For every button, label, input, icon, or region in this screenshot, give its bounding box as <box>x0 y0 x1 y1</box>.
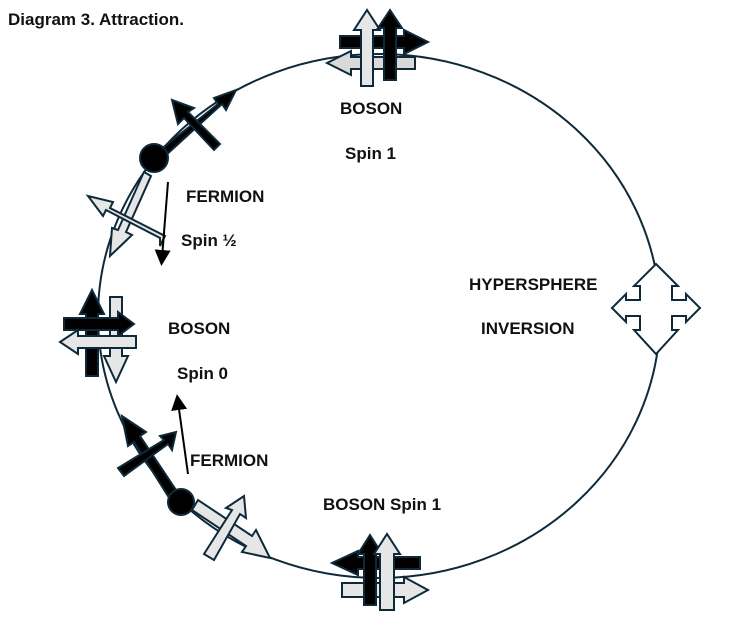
boson-top-arrows <box>324 8 431 87</box>
label-boson-bottom: BOSON Spin 1 <box>323 495 442 514</box>
fermion-lower-light-arrows <box>190 494 272 562</box>
boson-left-arrows <box>58 287 137 385</box>
fermion-lower-direction-arrow <box>171 394 189 475</box>
particle-upper <box>139 143 169 173</box>
fermion-lower-dark-arrows <box>116 413 178 498</box>
light-up-arrow <box>352 8 382 87</box>
diagram-title: Diagram 3. Attraction. <box>8 10 185 29</box>
label-spin-half: Spin ½ <box>181 231 237 250</box>
label-fermion-upper: FERMION <box>186 187 265 206</box>
fermion-upper-dark-arrows <box>158 88 239 158</box>
dark-up-arrow <box>376 8 404 81</box>
fermion-upper-light-arrows <box>85 170 167 259</box>
particle-lower <box>167 488 195 516</box>
four-way-arrow-diamond-icon <box>610 262 702 356</box>
label-spin-0: Spin 0 <box>177 364 229 383</box>
spin-half-direction-arrow <box>154 181 171 266</box>
label-hypersphere: HYPERSPHERE <box>469 275 598 294</box>
label-spin-1-top: Spin 1 <box>345 144 397 163</box>
label-fermion-lower: FERMION <box>190 451 269 470</box>
label-boson-top: BOSON <box>340 99 403 118</box>
label-inversion: INVERSION <box>481 319 575 338</box>
boson-bottom-arrows <box>329 532 431 611</box>
label-boson-left: BOSON <box>168 319 231 338</box>
